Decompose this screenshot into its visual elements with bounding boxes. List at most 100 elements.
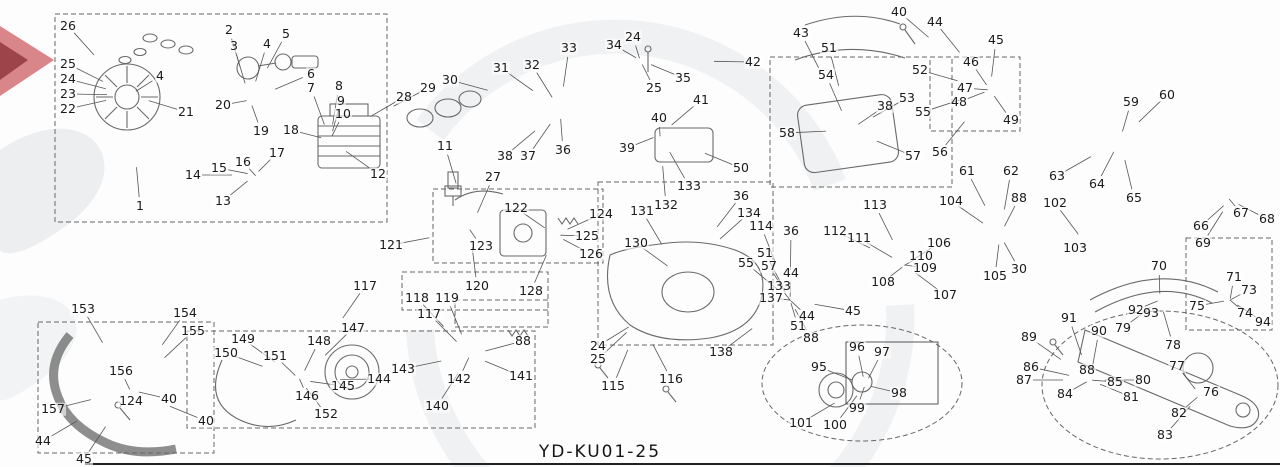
part-number-label-11: 11: [436, 137, 454, 153]
part-number-label-25: 25: [59, 55, 77, 71]
part-number-label-148: 148: [306, 332, 332, 348]
part-number-label-9: 9: [336, 92, 346, 108]
part-number-label-137: 137: [758, 289, 784, 305]
part-number-label-74: 74: [1236, 304, 1254, 320]
leader-line: [659, 126, 661, 137]
part-number-label-124: 124: [118, 392, 144, 408]
leader-line: [534, 254, 547, 283]
leader-line: [1205, 300, 1225, 305]
part-number-label-131: 131: [629, 202, 655, 218]
part-number-label-133: 133: [766, 277, 792, 293]
leader-line: [251, 105, 259, 123]
part-number-label-60: 60: [1158, 86, 1176, 102]
part-number-label-24: 24: [589, 337, 607, 353]
leader-line: [138, 391, 161, 398]
leader-line: [975, 69, 987, 86]
leader-line: [858, 110, 878, 125]
part-number-label-26: 26: [59, 17, 77, 33]
part-number-label-57: 57: [904, 147, 922, 163]
leader-line: [940, 28, 960, 53]
group-box-solid: [845, 341, 939, 405]
part-number-label-53: 53: [898, 89, 916, 105]
part-number-label-57: 57: [760, 257, 778, 273]
part-number-label-134: 134: [736, 204, 762, 220]
leader-line: [469, 229, 477, 239]
part-number-label-43: 43: [792, 24, 810, 40]
leader-line: [523, 212, 546, 229]
leader-line: [345, 151, 371, 170]
part-number-label-155: 155: [180, 322, 206, 338]
part-number-label-36: 36: [554, 141, 572, 157]
part-number-label-40: 40: [197, 412, 215, 428]
leader-line: [135, 80, 153, 92]
part-number-label-63: 63: [1048, 167, 1066, 183]
part-number-label-67: 67: [1232, 204, 1250, 220]
part-number-label-118: 118: [404, 289, 430, 305]
leader-line: [1003, 242, 1015, 262]
leader-line: [236, 54, 246, 84]
leader-line: [1039, 368, 1070, 376]
leader-line: [148, 100, 178, 110]
part-number-label-108: 108: [870, 273, 896, 289]
part-number-label-101: 101: [788, 414, 814, 430]
watermark: [0, 19, 915, 467]
leader-line: [995, 244, 1000, 268]
part-number-label-88: 88: [802, 329, 820, 345]
part-number-label-56: 56: [931, 143, 949, 159]
part-number-label-75: 75: [1188, 297, 1206, 313]
leader-line: [536, 72, 553, 98]
leader-line: [1207, 211, 1223, 236]
leader-line: [87, 316, 103, 343]
leader-line: [299, 131, 322, 139]
leader-line: [1144, 300, 1158, 307]
leader-line: [281, 361, 296, 376]
leader-line: [646, 218, 663, 245]
leader-line: [162, 320, 181, 345]
leader-line: [266, 41, 283, 69]
part-number-label-38: 38: [496, 147, 514, 163]
part-number-label-83: 83: [1156, 426, 1174, 442]
leader-line: [75, 67, 104, 82]
part-number-label-20: 20: [214, 96, 232, 112]
part-number-label-25: 25: [645, 79, 663, 95]
part-number-label-31: 31: [492, 59, 510, 75]
leader-line: [829, 83, 842, 111]
group-box: [1185, 237, 1273, 331]
part-number-label-105: 105: [982, 267, 1008, 283]
leader-line: [858, 355, 864, 377]
part-number-label-35: 35: [674, 69, 692, 85]
part-number-label-68: 68: [1258, 210, 1276, 226]
leader-line: [231, 100, 247, 104]
leader-line: [324, 334, 347, 356]
diagram-code: YD-KU01-25: [538, 442, 662, 462]
part-number-label-61: 61: [958, 162, 976, 178]
leader-line: [727, 328, 753, 347]
part-number-label-1: 1: [135, 197, 145, 213]
leader-line: [1099, 383, 1123, 394]
part-number-label-123: 123: [468, 237, 494, 253]
part-number-label-24: 24: [624, 28, 642, 44]
part-number-label-157: 157: [40, 400, 66, 416]
leader-line: [342, 293, 361, 319]
leader-line: [299, 378, 304, 388]
group-box: [769, 56, 953, 188]
part-number-label-76: 76: [1202, 383, 1220, 399]
part-number-label-33: 33: [560, 39, 578, 55]
part-number-label-112: 112: [822, 222, 848, 238]
part-number-label-85: 85: [1106, 373, 1124, 389]
leader-line: [1100, 151, 1115, 177]
group-box: [432, 188, 604, 264]
part-number-label-86: 86: [1022, 358, 1040, 374]
part-number-label-45: 45: [75, 450, 93, 466]
part-number-label-107: 107: [932, 286, 958, 302]
part-number-label-152: 152: [313, 405, 339, 421]
leader-line: [1072, 381, 1087, 390]
part-number-label-84: 84: [1056, 385, 1074, 401]
part-number-label-130: 130: [623, 234, 649, 250]
part-number-label-19: 19: [252, 122, 270, 138]
leader-line: [876, 140, 905, 153]
leader-line: [859, 386, 865, 400]
leader-line: [871, 386, 891, 392]
part-number-label-4: 4: [155, 67, 165, 83]
part-number-label-115: 115: [600, 377, 626, 393]
